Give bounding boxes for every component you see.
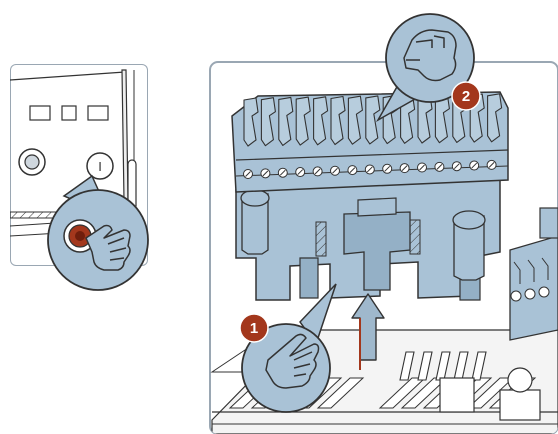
terminal-connector bbox=[232, 92, 508, 300]
step-2-badge: 2 bbox=[452, 82, 480, 110]
panel-window-2 bbox=[62, 106, 76, 120]
panel-window-3 bbox=[88, 106, 108, 120]
svg-text:1: 1 bbox=[250, 320, 258, 337]
step-1-badge: 1 bbox=[240, 314, 268, 342]
panel-window-1 bbox=[30, 106, 50, 120]
panel-knob bbox=[19, 149, 45, 175]
svg-text:I: I bbox=[98, 159, 102, 174]
svg-text:2: 2 bbox=[462, 88, 470, 105]
panel-on-button: I bbox=[87, 153, 113, 179]
